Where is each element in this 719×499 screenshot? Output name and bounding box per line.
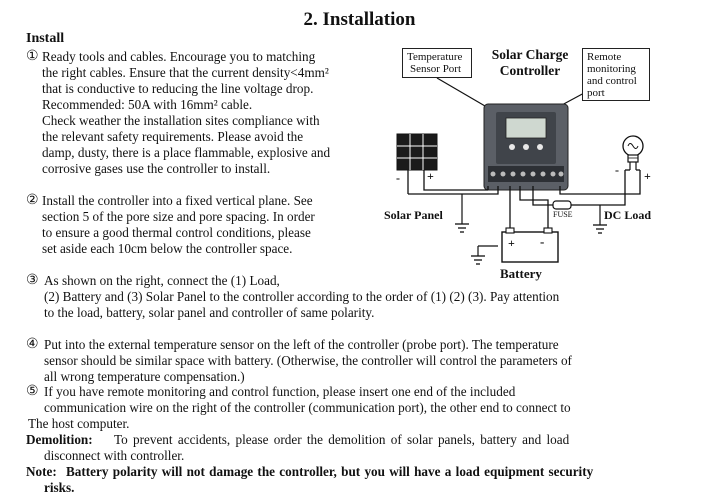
step-2-line-3: to ensure a good thermal control conditi… (42, 225, 311, 240)
battery-icon (501, 227, 559, 263)
step-5-line-1: If you have remote monitoring and contro… (44, 384, 516, 399)
load-minus-label: - (615, 163, 619, 177)
step-1-line-1: Ready tools and cables. Encourage you to… (42, 49, 316, 64)
demolition-line-1: To prevent accidents, please order the d… (114, 432, 570, 447)
step-1-line-5: Check weather the installation sites com… (42, 113, 320, 128)
dc-load-label: DC Load (604, 208, 652, 222)
step-3-line-1: As shown on the right, connect the (1) L… (44, 273, 280, 288)
solar-plus-label: + (427, 169, 434, 183)
step-3-line-3: to the load, battery, solar panel and co… (44, 305, 375, 320)
controller-device (483, 103, 569, 191)
step-4-line-1: Put into the external temperature sensor… (44, 337, 559, 352)
solar-panel-icon (396, 133, 438, 171)
step-4-marker: ④ (26, 337, 39, 352)
step-1-line-8: corrosive gases use the controller to in… (42, 161, 271, 176)
step-1-line-3: that is conductive to reducing the line … (42, 81, 314, 96)
step-1-line-4: Recommended: 50A with 16mm² cable. (42, 97, 253, 112)
step-5-marker: ⑤ (26, 384, 39, 399)
remote-port-box: Remote monitoring and control port (582, 48, 650, 101)
fuse-icon (552, 200, 572, 210)
remote-port-line-4: port (587, 87, 605, 99)
step-1-line-6: the relevant safety requirements. Please… (42, 129, 304, 144)
button-3 (537, 144, 543, 150)
demolition-label: Demolition: (26, 432, 93, 447)
step-2-marker: ② (26, 193, 39, 208)
solar-panel-label: Solar Panel (384, 208, 443, 222)
step-1-marker: ① (26, 49, 39, 64)
step-5-line-3: The host computer. (28, 416, 130, 431)
step-2-line-2: section 5 of the pore size and pore spac… (42, 209, 315, 224)
remote-port-line-2: monitoring (587, 63, 636, 75)
note-line-2: risks. (44, 480, 75, 495)
battery-minus-label: - (540, 234, 545, 249)
note-line-1: Battery polarity will not damage the con… (66, 464, 594, 479)
step-2-line-4: set aside each 10cm below the controller… (42, 241, 293, 256)
step-4-line-2: sensor should be similar space with batt… (44, 353, 572, 368)
battery-label: Battery (500, 266, 542, 281)
fuse-label: FUSE (553, 210, 573, 219)
install-heading: Install (26, 31, 65, 46)
button-1 (509, 144, 515, 150)
step-2-line-1: Install the controller into a fixed vert… (42, 193, 313, 208)
demolition-line-2: disconnect with controller. (44, 448, 185, 463)
remote-port-line-3: and control (587, 75, 637, 87)
page-title: 2. Installation (303, 9, 416, 30)
step-5-line-2: communication wire on the right of the c… (44, 400, 571, 415)
temp-sensor-port-line-1: Temperature (407, 51, 463, 63)
remote-port-line-1: Remote (587, 51, 622, 63)
note-label: Note: (26, 464, 57, 479)
temp-port-leader (436, 77, 486, 107)
lcd-screen (505, 117, 547, 139)
step-1-line-2: the right cables. Ensure that the curren… (42, 65, 329, 80)
controller-label: Solar Charge Controller (485, 47, 575, 79)
step-1-line-7: damp, dusty, there is a place flammable,… (42, 145, 331, 160)
controller-label-line-2: Controller (499, 63, 561, 78)
step-3-marker: ③ (26, 273, 39, 288)
temp-sensor-port-box: Temperature Sensor Port (402, 48, 472, 78)
solar-minus-label: - (396, 171, 400, 185)
temp-sensor-port-line-2: Sensor Port (410, 63, 462, 75)
step-3-line-2: (2) Battery and (3) Solar Panel to the c… (44, 289, 560, 304)
load-plus-label: + (644, 169, 651, 183)
battery-plus-label: + (508, 236, 515, 250)
step-4-line-3: all wrong temperature compensation.) (44, 369, 245, 384)
controller-label-line-1: Solar Charge (491, 47, 569, 62)
button-2 (523, 144, 529, 150)
light-bulb-icon (622, 135, 644, 170)
